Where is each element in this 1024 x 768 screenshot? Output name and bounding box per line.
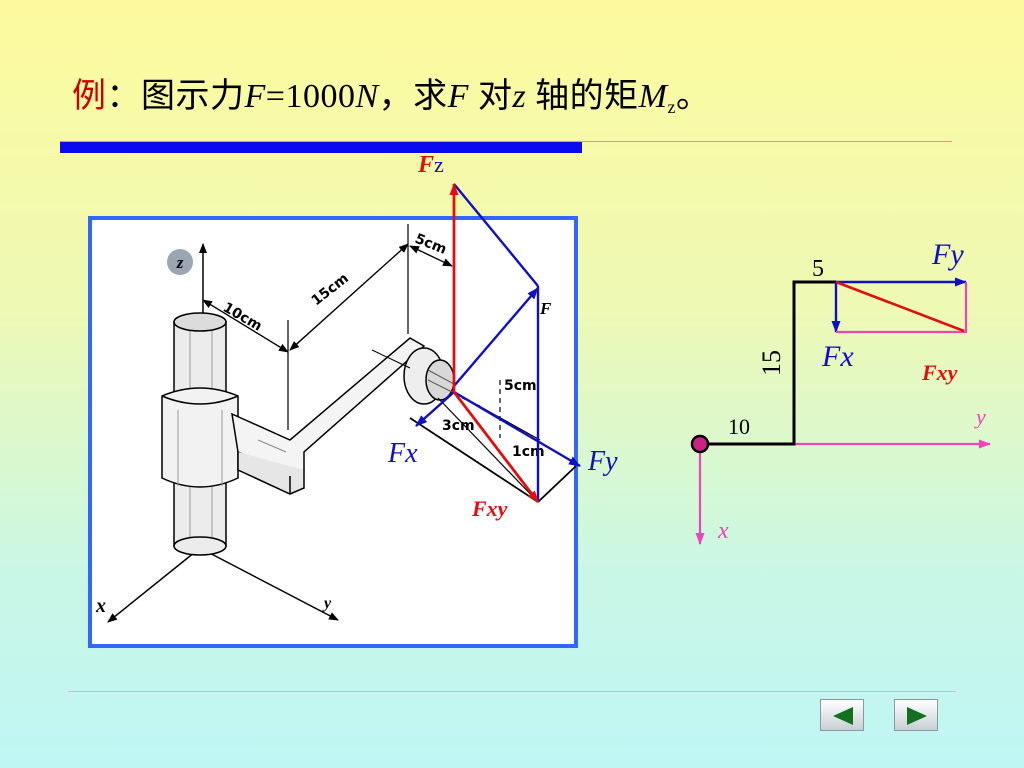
label-Fxy-left: Fxy	[471, 496, 508, 521]
title-moment-sub: z	[667, 97, 676, 117]
fy-vector	[453, 390, 581, 468]
clamp-collar	[161, 387, 239, 488]
title-moment-var: M	[638, 78, 668, 115]
label-Fy-left: Fy	[587, 446, 618, 477]
label-Fz: Fz	[417, 152, 444, 178]
label-Fy-right: Fy	[931, 238, 964, 271]
title-rule-blue	[60, 142, 582, 153]
title-axis-var: z	[512, 78, 527, 115]
slide-title: 例：图示力F=1000N，求F 对z 轴的矩Mz。	[72, 68, 711, 118]
force-vectors	[415, 183, 581, 503]
x-axis-line	[107, 547, 201, 623]
f-vector	[453, 287, 539, 387]
force-labels: Fz Fx Fy Fxy	[387, 152, 618, 521]
origin-point	[690, 434, 710, 454]
right-axis-x-label: x	[717, 518, 729, 544]
title-rule-thin	[60, 141, 952, 142]
y-axis-line	[199, 547, 339, 621]
dim-5-right: 5	[812, 256, 824, 282]
next-slide-button[interactable]	[894, 699, 938, 731]
title-text3: ，求	[378, 78, 448, 115]
dim-5cm-side: 5cm	[504, 378, 537, 394]
title-force-var2: F	[447, 78, 469, 115]
axis-x-label: x	[95, 595, 106, 617]
z-badge-label: z	[176, 253, 184, 272]
left-diagram: z x y O	[88, 152, 618, 648]
title-text5: 轴的矩	[526, 78, 639, 115]
right-axis-y-label: y	[974, 404, 986, 429]
parallelogram-sides	[836, 282, 968, 334]
handle-hub	[371, 347, 455, 405]
fxy-vector	[452, 391, 540, 503]
triangle-right-icon	[907, 707, 927, 725]
title-force-var: F	[244, 78, 266, 115]
label-Fxy-right: Fxy	[921, 360, 958, 385]
label-F-small: F	[539, 299, 552, 318]
dim-1cm: 1cm	[512, 444, 545, 460]
dim-10-right: 10	[728, 414, 750, 439]
z-badge-circle	[167, 249, 193, 275]
triangle-left-icon	[833, 707, 853, 725]
right-fxy-vector	[835, 280, 965, 333]
bottom-rule	[68, 691, 956, 692]
label-Fx-left: Fx	[387, 438, 418, 469]
right-diagram: 5 15 10 Fy Fx Fxy y x	[690, 238, 991, 545]
title-text4: 对	[468, 78, 513, 115]
dim-15-right: 15	[757, 350, 786, 376]
title-colon: ：	[106, 78, 141, 115]
title-text2: =1000	[265, 78, 356, 115]
dim-3cm: 3cm	[442, 418, 475, 434]
title-end: 。	[676, 78, 711, 115]
prev-slide-button[interactable]	[820, 699, 864, 731]
fx-vector	[415, 391, 455, 427]
label-Fx-right: Fx	[821, 340, 854, 373]
title-text1: 图示力	[141, 78, 245, 115]
crank-arm	[231, 337, 426, 495]
crank-path	[700, 280, 836, 446]
title-unit-var: N	[355, 78, 379, 115]
axis-y-label: y	[322, 595, 332, 612]
fz-to-f-line	[453, 183, 539, 287]
title-prefix: 例	[72, 78, 107, 115]
